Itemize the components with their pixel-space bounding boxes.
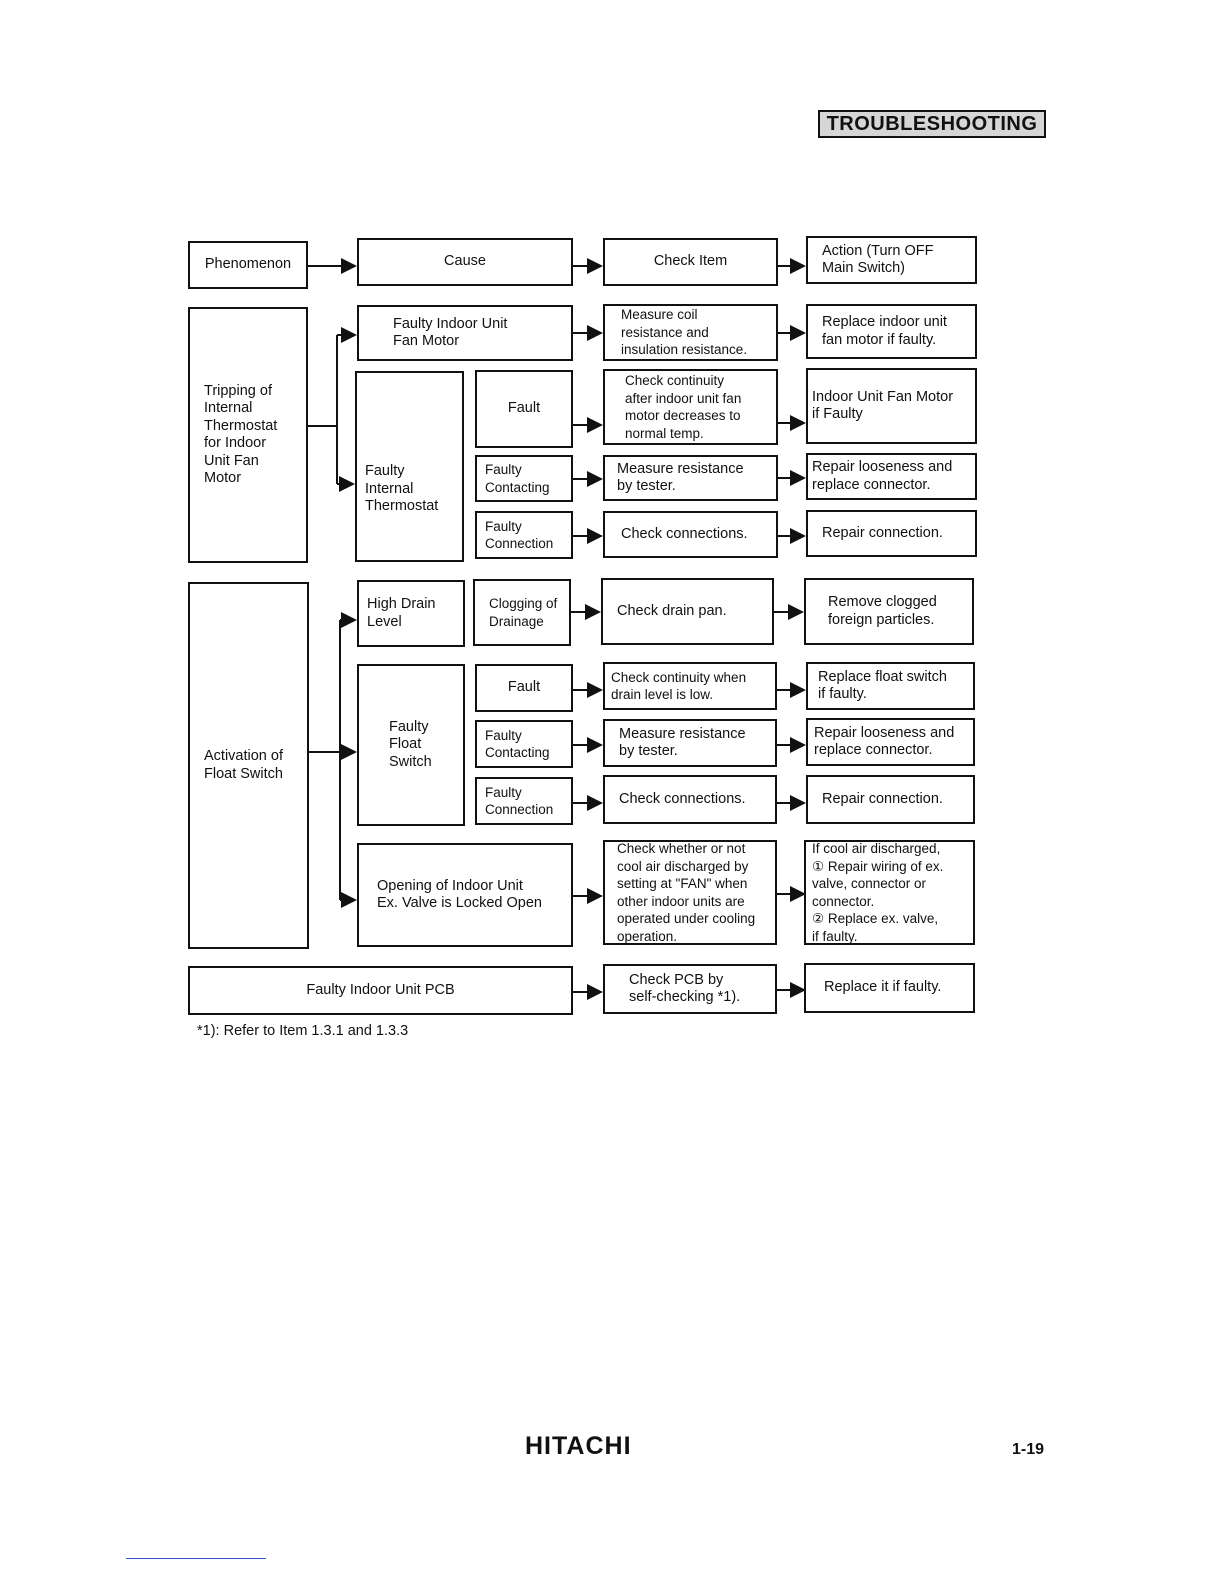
cause-faulty-indoor-pcb: Faulty Indoor Unit PCB: [188, 966, 573, 1015]
header-phenomenon: Phenomenon: [188, 241, 308, 289]
action-repair-connection: Repair connection.: [806, 510, 977, 557]
cause-faulty-float-switch: Faulty Float Switch: [357, 664, 465, 826]
check-drain-pan: Check drain pan.: [601, 578, 774, 645]
action-repair-looseness-float: Repair looseness and replace connector.: [806, 718, 975, 766]
action-repair-or-replace-valve: If cool air discharged, ① Repair wiring …: [804, 840, 975, 945]
check-measure-resistance: Measure resistance by tester.: [603, 455, 778, 501]
phenomenon-float-switch: Activation of Float Switch: [188, 582, 309, 949]
header-cause: Cause: [357, 238, 573, 286]
sub-cause-faulty-contacting: Faulty Contacting: [475, 455, 573, 502]
check-continuity-after-cooling: Check continuity after indoor unit fan m…: [603, 369, 778, 445]
phenomenon-tripping-thermostat: Tripping of Internal Thermostat for Indo…: [188, 307, 308, 563]
check-cool-air-fan-mode: Check whether or not cool air discharged…: [603, 840, 777, 945]
header-action: Action (Turn OFF Main Switch): [806, 236, 977, 284]
cause-faulty-fan-motor: Faulty Indoor Unit Fan Motor: [357, 305, 573, 361]
sub-cause-clogging: Clogging of Drainage: [473, 579, 571, 646]
sub-cause-faulty-connection-float: Faulty Connection: [475, 777, 573, 825]
cause-high-drain-level: High Drain Level: [357, 580, 465, 647]
action-replace-fan-motor: Replace indoor unit fan motor if faulty.: [806, 304, 977, 359]
footnote: *1): Refer to Item 1.3.1 and 1.3.3: [197, 1023, 409, 1039]
check-pcb-self-checking: Check PCB by self-checking *1).: [603, 964, 777, 1014]
action-replace-float-switch: Replace float switch if faulty.: [806, 662, 975, 710]
action-repair-connection-float: Repair connection.: [806, 775, 975, 824]
action-replace-pcb: Replace it if faulty.: [804, 963, 975, 1013]
sub-cause-fault-float: Fault: [475, 664, 573, 712]
bottom-rule: [126, 1558, 266, 1559]
check-measure-resistance-float: Measure resistance by tester.: [603, 719, 777, 767]
brand-logo: HITACHI: [525, 1432, 632, 1460]
sub-cause-faulty-contacting-float: Faulty Contacting: [475, 720, 573, 768]
cause-faulty-internal-thermostat: Faulty Internal Thermostat: [355, 371, 464, 562]
check-continuity-low-drain: Check continuity when drain level is low…: [603, 662, 777, 710]
action-fan-motor-if-faulty: Indoor Unit Fan Motor if Faulty: [806, 368, 977, 444]
action-remove-particles: Remove clogged foreign particles.: [804, 578, 974, 645]
check-coil-resistance: Measure coil resistance and insulation r…: [603, 304, 778, 361]
section-badge: TROUBLESHOOTING: [818, 110, 1046, 138]
sub-cause-faulty-connection: Faulty Connection: [475, 511, 573, 559]
sub-cause-fault: Fault: [475, 370, 573, 448]
cause-ex-valve-locked-open: Opening of Indoor Unit Ex. Valve is Lock…: [357, 843, 573, 947]
action-repair-looseness: Repair looseness and replace connector.: [806, 453, 977, 500]
check-connections-float: Check connections.: [603, 775, 777, 824]
page-number: 1-19: [1012, 1441, 1045, 1458]
header-check-item: Check Item: [603, 238, 778, 286]
check-connections: Check connections.: [603, 511, 778, 558]
